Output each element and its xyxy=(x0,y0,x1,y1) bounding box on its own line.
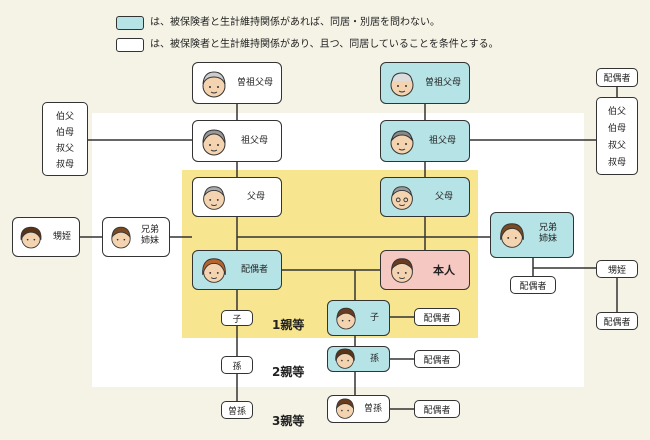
grandchild-right-label: 孫 xyxy=(370,353,380,364)
grandparents-right-label: 祖父母 xyxy=(429,135,457,146)
woman-icon xyxy=(202,258,226,283)
uncle-aunt-right-4: 叔母 xyxy=(607,158,626,168)
father-icon xyxy=(391,186,413,210)
parents-left-node: 父母 xyxy=(192,177,282,217)
grandmother-icon xyxy=(202,129,226,156)
grandparents-right-node: 祖父母 xyxy=(380,120,470,162)
girl-icon xyxy=(20,226,42,249)
legend-blue-text: は、被保険者と生計維持関係があれば、同居・別居を問わない。 xyxy=(150,17,440,28)
spouse-node: 配偶者 xyxy=(192,250,282,290)
great-grandparents-left-label: 曽祖父母 xyxy=(237,77,274,88)
great-grandchild-right-label: 曽孫 xyxy=(364,403,383,414)
sister-icon xyxy=(500,223,524,248)
uncle-aunt-left-box: 伯父 伯母 叔父 叔母 xyxy=(42,102,88,176)
child-icon xyxy=(336,307,356,330)
sibling-left-node: 兄弟 姉妹 xyxy=(102,217,170,257)
elderly-couple-icon xyxy=(202,71,226,98)
parents-right-node: 父母 xyxy=(380,177,470,217)
great-grandparents-left-node: 曽祖父母 xyxy=(192,62,282,104)
man-icon xyxy=(391,258,413,283)
uncle-aunt-right-box: 伯父 伯母 叔父 叔母 xyxy=(596,97,638,175)
sibling-right-label-2: 姉妹 xyxy=(539,234,558,244)
great-grandchild-left-box: 曽孫 xyxy=(221,401,253,419)
parents-left-label: 父母 xyxy=(247,191,266,202)
parents-right-label: 父母 xyxy=(435,191,454,202)
great-grandchild-right-node: 曽孫 xyxy=(327,395,390,423)
niece-left-label: 甥姪 xyxy=(53,231,72,242)
degree-3-label: 3親等 xyxy=(272,414,305,428)
grandchild-icon xyxy=(335,348,355,369)
uncle-aunt-right-2: 伯母 xyxy=(607,124,626,134)
father-in-law-icon xyxy=(203,186,225,210)
great-grandparents-right-node: 曽祖父母 xyxy=(380,62,470,104)
sibling-right-node: 兄弟 姉妹 xyxy=(490,212,574,258)
degree-2-label: 2親等 xyxy=(272,365,305,379)
spouse-of-grandchild-box: 配偶者 xyxy=(414,350,460,368)
spouse-of-niece-box: 配偶者 xyxy=(596,312,638,330)
boy-icon xyxy=(111,226,131,249)
niece-right-box: 甥姪 xyxy=(596,260,638,278)
great-grandchild-icon xyxy=(335,398,355,419)
spouse-of-child-box: 配偶者 xyxy=(414,308,460,326)
uncle-aunt-right-3: 叔父 xyxy=(607,141,626,151)
grandchild-left-box: 孫 xyxy=(221,356,253,374)
self-node: 本人 xyxy=(380,250,470,290)
niece-left-node: 甥姪 xyxy=(12,217,80,257)
grandchild-right-node: 孫 xyxy=(327,346,390,372)
self-label: 本人 xyxy=(433,263,455,277)
child-right-node: 子 xyxy=(327,300,390,336)
child-right-label: 子 xyxy=(370,312,380,323)
uncle-aunt-right-1: 伯父 xyxy=(607,107,626,117)
grandfather-icon xyxy=(390,130,414,155)
uncle-aunt-left-4: 叔母 xyxy=(55,159,74,170)
spouse-of-sibling-box: 配偶者 xyxy=(510,276,556,294)
legend-blue-swatch xyxy=(116,16,144,30)
great-grandparents-right-label: 曽祖父母 xyxy=(425,77,462,88)
grandparents-left-node: 祖父母 xyxy=(192,120,282,162)
legend-white-swatch xyxy=(116,38,144,52)
sibling-right-label-1: 兄弟 xyxy=(539,223,558,233)
spouse-of-great-grandchild-box: 配偶者 xyxy=(414,400,460,418)
uncle-aunt-left-1: 伯父 xyxy=(55,111,74,122)
degree-1-label: 1親等 xyxy=(272,318,305,332)
elderly-man-icon xyxy=(390,72,414,97)
uncle-aunt-left-2: 伯母 xyxy=(55,127,74,138)
child-left-box: 子 xyxy=(221,310,253,326)
legend-white-text: は、被保険者と生計維持関係があり、且つ、同居していることを条件とする。 xyxy=(150,39,499,50)
sibling-left-label-2: 姉妹 xyxy=(141,236,160,246)
spouse-top-right-box: 配偶者 xyxy=(596,68,638,87)
sibling-left-label-1: 兄弟 xyxy=(141,225,160,235)
spouse-label: 配偶者 xyxy=(241,264,269,275)
uncle-aunt-left-3: 叔父 xyxy=(55,143,74,154)
grandparents-left-label: 祖父母 xyxy=(241,135,269,146)
